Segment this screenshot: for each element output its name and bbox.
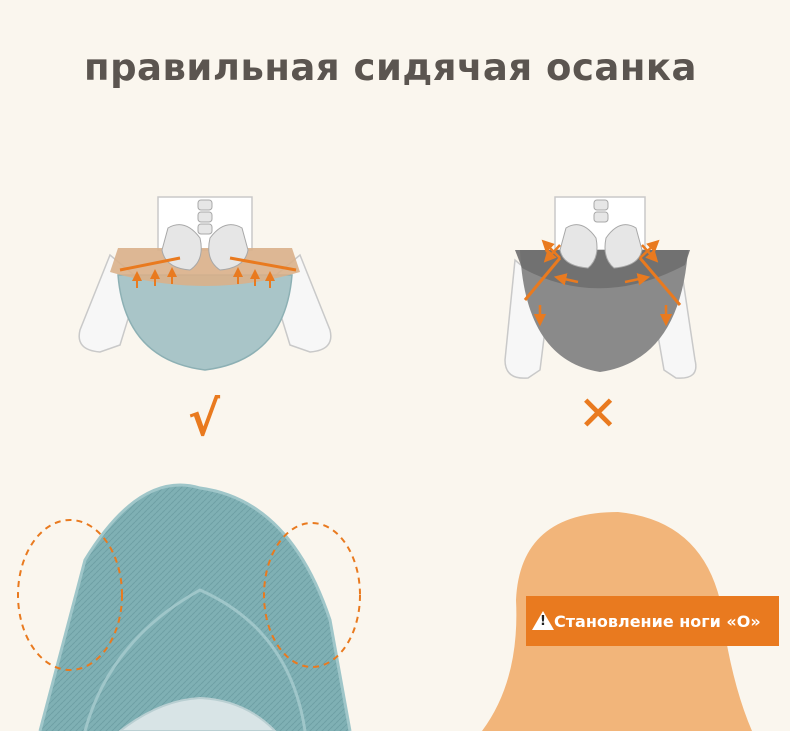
warning-text: Становление ноги «O» (554, 611, 761, 631)
highlight-left (17, 519, 123, 671)
correct-posture-figure (78, 196, 332, 371)
wrong-posture-figure (504, 196, 697, 379)
o-leg-warning-banner: ! Становление ноги «O» (526, 596, 779, 646)
check-icon: √ (188, 391, 221, 447)
page-title: правильная сидячая осанка (84, 46, 697, 89)
seat-blue (117, 274, 293, 371)
cross-icon: ✕ (578, 386, 618, 442)
fabric-seat (38, 483, 352, 731)
highlight-right (263, 522, 361, 668)
